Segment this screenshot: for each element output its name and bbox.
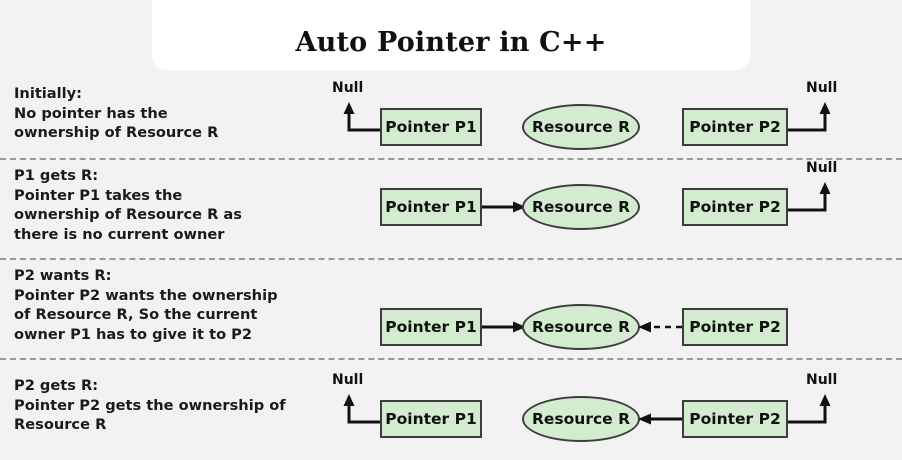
edge-p1-to-resource-solid — [482, 201, 526, 213]
edge-p2-to-resource-solid — [638, 413, 682, 425]
caption-line: No pointer has the — [14, 104, 168, 122]
caption-line: Pointer P1 takes the — [14, 186, 183, 204]
caption-heading: P1 gets R: — [14, 167, 99, 184]
null-arrow-left — [343, 102, 386, 132]
null-arrow-right — [788, 394, 831, 424]
caption-initially: Initially: No pointer has the ownership … — [14, 84, 334, 143]
node-resource-r[interactable]: Resource R — [522, 104, 640, 150]
null-arrow-right — [788, 102, 831, 132]
caption-line: Resource R — [14, 416, 107, 433]
caption-line: Pointer P2 gets the ownership of — [14, 396, 286, 414]
caption-heading: Initially: — [14, 85, 83, 102]
null-label-left: Null — [332, 372, 364, 388]
caption-p2-wants-r: P2 wants R: Pointer P2 wants the ownersh… — [14, 266, 334, 344]
edge-p1-to-resource-solid — [482, 321, 526, 333]
caption-line: Pointer P2 wants the ownership — [14, 286, 278, 304]
row-separator — [0, 358, 902, 360]
caption-line: of Resource R, So the current — [14, 306, 258, 323]
caption-line: owner P1 has to give it to P2 — [14, 325, 253, 343]
node-pointer-p2[interactable]: Pointer P2 — [682, 108, 788, 146]
caption-line: there is no current owner — [14, 225, 225, 243]
node-pointer-p2[interactable]: Pointer P2 — [682, 188, 788, 226]
null-arrow-right — [788, 182, 831, 212]
caption-p2-gets-r: P2 gets R: Pointer P2 gets the ownership… — [14, 376, 334, 435]
edge-p2-to-resource-dashed — [638, 321, 682, 333]
node-resource-r[interactable]: Resource R — [522, 304, 640, 350]
row-separator — [0, 158, 902, 160]
caption-heading: P2 gets R: — [14, 377, 99, 394]
null-label-right: Null — [806, 160, 838, 176]
caption-line: ownership of Resource R as — [14, 206, 242, 223]
node-pointer-p1[interactable]: Pointer P1 — [380, 400, 482, 438]
null-label-right: Null — [806, 372, 838, 388]
null-label-left: Null — [332, 80, 364, 96]
null-label-right: Null — [806, 80, 838, 96]
caption-line: ownership of Resource R — [14, 124, 219, 141]
row-separator — [0, 258, 902, 260]
node-pointer-p1[interactable]: Pointer P1 — [380, 188, 482, 226]
node-resource-r[interactable]: Resource R — [522, 396, 640, 442]
node-pointer-p2[interactable]: Pointer P2 — [682, 400, 788, 438]
node-resource-r[interactable]: Resource R — [522, 184, 640, 230]
page-title: Auto Pointer in C++ — [295, 27, 607, 58]
title-panel: Auto Pointer in C++ — [152, 0, 750, 70]
node-pointer-p2[interactable]: Pointer P2 — [682, 308, 788, 346]
null-arrow-left — [343, 394, 386, 424]
caption-heading: P2 wants R: — [14, 267, 112, 284]
caption-p1-gets-r: P1 gets R: Pointer P1 takes the ownershi… — [14, 166, 334, 244]
node-pointer-p1[interactable]: Pointer P1 — [380, 108, 482, 146]
node-pointer-p1[interactable]: Pointer P1 — [380, 308, 482, 346]
